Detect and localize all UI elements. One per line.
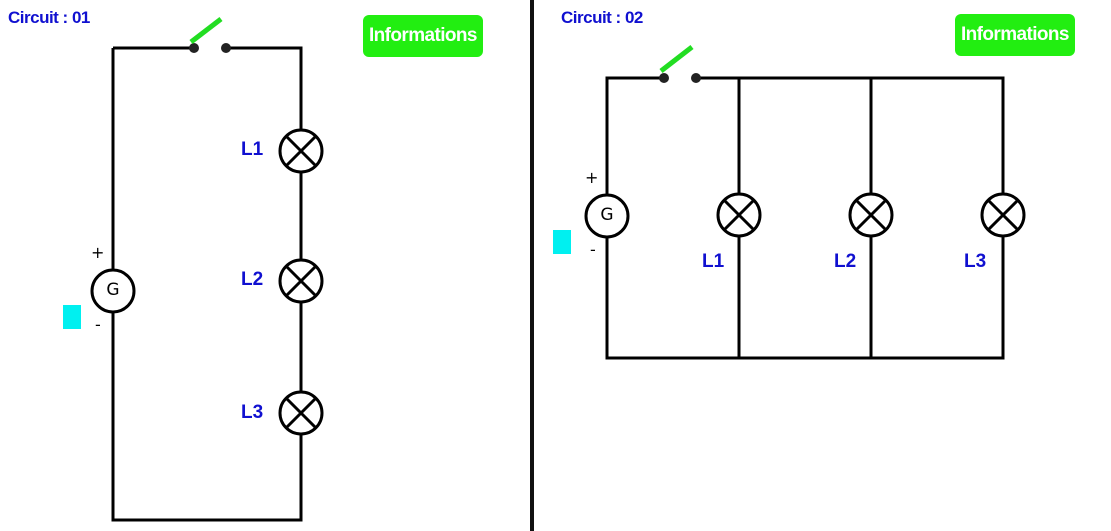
circuit-2: [584, 76, 1026, 360]
circuit-1-lamp-l3: [278, 390, 324, 436]
circuit-2-lamp-l3-label: L3: [964, 251, 987, 272]
circuit-2-marker[interactable]: [553, 230, 571, 254]
circuit-2-generator-plus: +: [585, 168, 599, 187]
panel-divider: [530, 0, 534, 531]
circuit-2-lamp-l2: [848, 192, 894, 238]
circuit-1-generator-label: G: [106, 280, 120, 300]
circuit-2-lamp-l2-label: L2: [834, 251, 857, 272]
circuit-2-generator-symbol: [584, 193, 630, 239]
circuit-2-title: Circuit : 02: [561, 8, 643, 27]
circuit-2-wire-bottom: [605, 237, 1005, 360]
circuit-1-lamp-l2-label: L2: [241, 269, 264, 290]
circuit-1-marker[interactable]: [63, 305, 81, 329]
circuit-2-wire-top: [697, 76, 1005, 193]
circuit-2-generator-minus: -: [590, 240, 596, 259]
circuit-2-switch[interactable]: [659, 45, 701, 83]
circuit-1-lamp-l3-label: L3: [241, 402, 264, 423]
circuit-2-lamp-l1: [716, 192, 762, 238]
circuit-2-wire-top-left: [605, 76, 660, 195]
circuit-2-informations-button[interactable]: Informations: [955, 14, 1075, 56]
circuit-1-generator-symbol: [90, 268, 136, 314]
circuit-1-generator-minus: -: [95, 315, 101, 334]
circuit-1-switch-terminal-right: [221, 43, 231, 53]
circuit-1-informations-button[interactable]: Informations: [363, 15, 483, 57]
circuit-1-switch-terminal-left: [189, 43, 199, 53]
circuit-1: [90, 46, 324, 522]
circuit-2-generator-label: G: [600, 205, 614, 225]
circuit-1-lamp-l1: [278, 128, 324, 174]
circuit-2-lamp-l3: [980, 192, 1026, 238]
circuit-1-title: Circuit : 01: [8, 8, 90, 27]
circuit-2-lamp-l1-label: L1: [702, 251, 725, 272]
circuit-2-switch-terminal-right: [691, 73, 701, 83]
circuit-2-switch-lever: [659, 45, 694, 73]
circuit-1-wire-left-lower: [111, 312, 303, 522]
circuit-1-lamp-l2: [278, 258, 324, 304]
circuit-1-lamp-l1-label: L1: [241, 139, 264, 160]
circuit-1-generator-plus: +: [91, 243, 105, 262]
circuit-1-wire-top-right: [227, 46, 303, 129]
circuit-1-switch[interactable]: [189, 17, 231, 53]
circuit-2-switch-terminal-left: [659, 73, 669, 83]
circuit-1-switch-lever: [189, 17, 223, 44]
